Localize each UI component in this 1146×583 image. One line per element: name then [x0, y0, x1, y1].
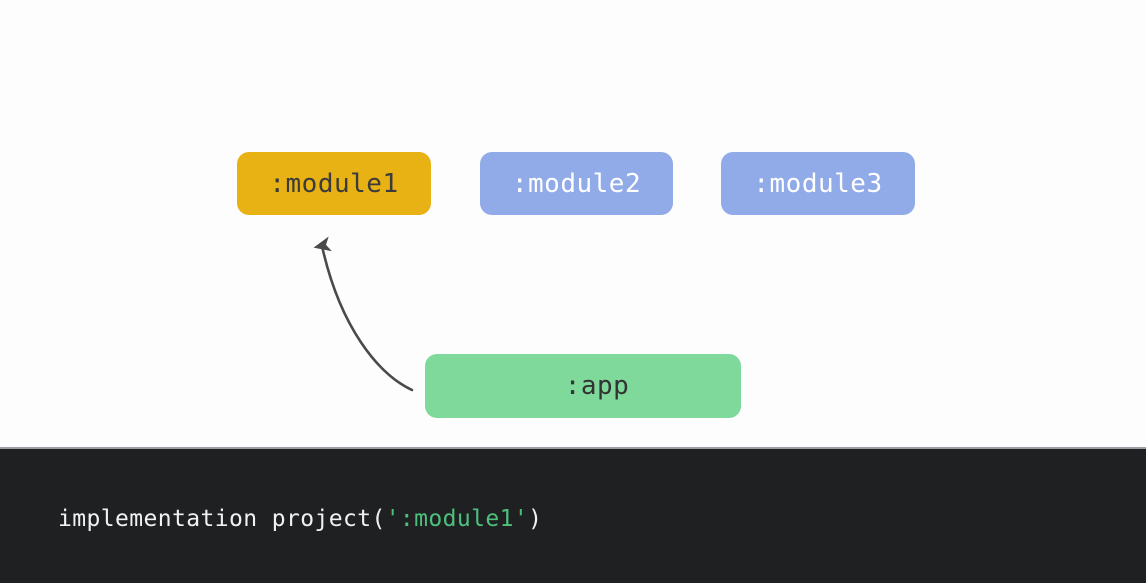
module-node-label: :app: [564, 371, 630, 401]
code-token-suffix: ): [528, 506, 543, 532]
module-node-app[interactable]: :app: [425, 354, 741, 418]
code-token-string: ':module1': [385, 506, 529, 532]
module-node-module3[interactable]: :module3: [721, 152, 915, 215]
code-line[interactable]: implementation project(':module1'): [58, 504, 542, 534]
dependency-arrow-app-to-module1: [313, 236, 414, 392]
diagram-stage: :module1 :module2 :module3 :app: [237, 152, 915, 418]
module-node-module2[interactable]: :module2: [480, 152, 673, 215]
code-token-prefix: implementation project(: [58, 506, 386, 532]
module-node-label: :module3: [753, 168, 883, 199]
module-node-module1[interactable]: :module1: [237, 152, 431, 215]
code-panel: implementation project(':module1'): [0, 447, 1146, 583]
module-node-label: :module2: [511, 168, 642, 199]
module-node-label: :module1: [269, 168, 399, 199]
